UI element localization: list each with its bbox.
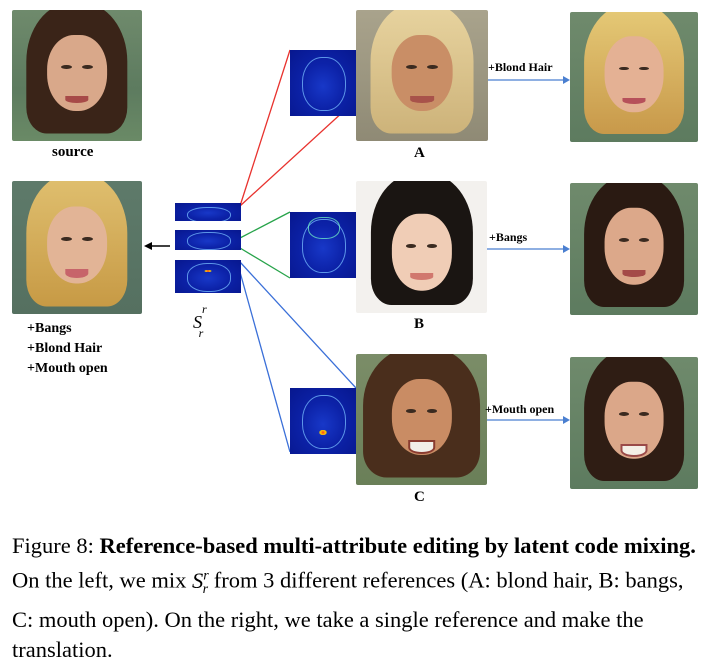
attention-map-b — [290, 212, 356, 278]
reference-a-image — [356, 10, 488, 141]
reference-b-image — [356, 181, 487, 313]
arrow-blond-head — [563, 76, 570, 84]
arrow-mouth-head — [563, 416, 570, 424]
green-line-bottom — [239, 247, 291, 279]
source-face-image — [12, 10, 142, 141]
arrow-blond-label: +Blond Hair — [488, 60, 553, 74]
combined-edit-1: +Bangs — [27, 321, 72, 336]
output-bangs-image — [570, 183, 698, 315]
output-blond-image — [570, 12, 698, 142]
combined-result-image — [12, 181, 142, 314]
reference-b-label: B — [414, 316, 425, 332]
caption-prefix: Figure 8: — [12, 533, 100, 558]
reference-c-label: C — [414, 489, 425, 505]
latent-map-c — [175, 260, 241, 293]
combine-arrow-head — [144, 242, 152, 250]
combined-edit-3: +Mouth open — [27, 361, 108, 376]
caption-text-1: On the left, we mix — [12, 567, 192, 593]
attention-map-c — [290, 388, 356, 454]
arrow-bangs-label: +Bangs — [489, 230, 528, 244]
attention-map-a — [290, 50, 356, 116]
reference-a-label: A — [414, 145, 425, 161]
caption-text-2: from 3 different references (A: blond ha… — [12, 567, 684, 663]
reference-c-image — [356, 354, 487, 485]
red-line-top — [239, 49, 291, 207]
green-line-top — [239, 211, 291, 239]
blue-line-bottom — [239, 271, 291, 453]
caption-bold-title: Reference-based multi-attribute editing … — [99, 533, 696, 558]
figure-caption: Figure 8: Reference-based multi-attribut… — [12, 531, 698, 665]
latent-map-b — [175, 230, 241, 250]
red-line-bottom — [239, 99, 357, 207]
arrow-mouth-label: +Mouth open — [485, 402, 555, 416]
arrow-bangs-head — [563, 245, 570, 253]
latent-map-a — [175, 203, 241, 221]
sr-symbol: Srr — [193, 302, 207, 340]
blue-line-top — [239, 261, 357, 389]
output-mouth-open-image — [570, 357, 698, 489]
source-label: source — [52, 144, 94, 160]
caption-sr-symbol: Srr — [191, 567, 209, 598]
combined-edit-2: +Blond Hair — [27, 341, 103, 356]
